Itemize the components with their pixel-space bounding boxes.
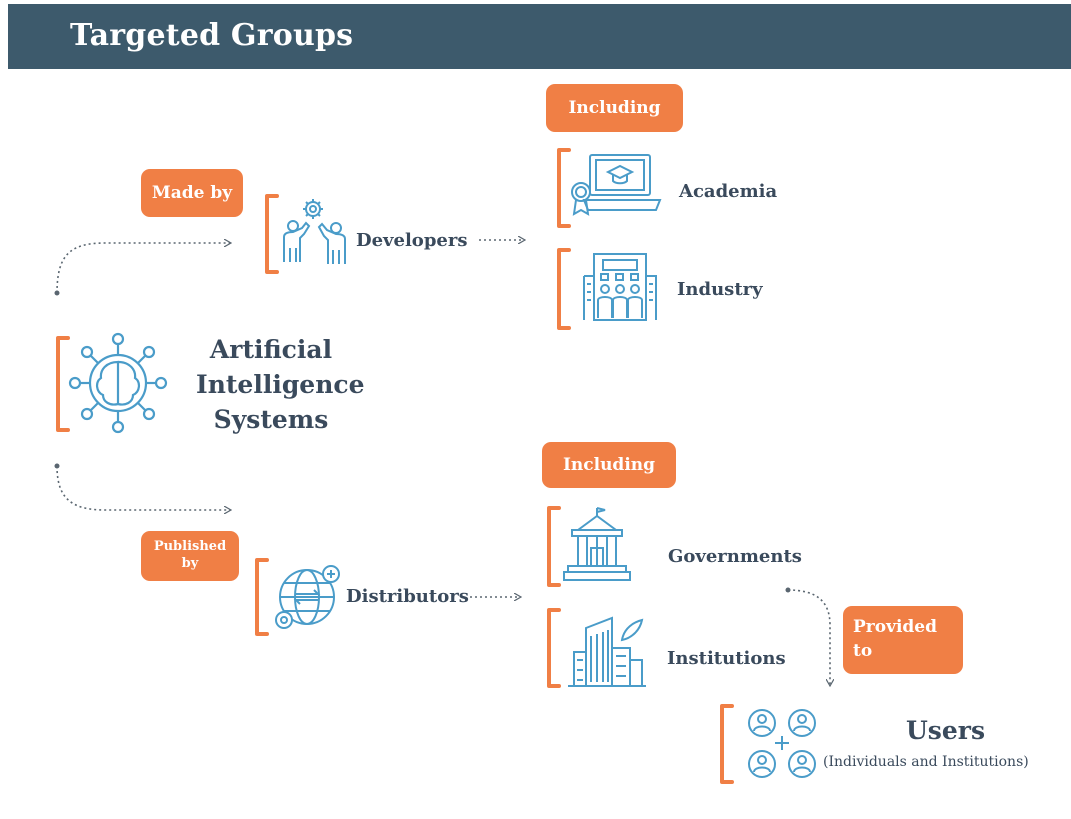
bracket-users (720, 704, 734, 784)
users-network-icon (748, 709, 816, 778)
label-developers: Developers (356, 230, 468, 251)
label-academia: Academia (679, 181, 778, 202)
bracket-developers (265, 194, 279, 274)
developers-gear-icon (283, 199, 346, 264)
bracket-governments (547, 506, 561, 587)
label-governments: Governments (668, 546, 802, 567)
academia-laptop-icon (571, 154, 662, 216)
label-distributors: Distributors (346, 586, 469, 607)
bracket-academia (557, 148, 571, 228)
tag-made-by: Made by (141, 169, 243, 217)
connector-core-to-distributors (56, 465, 230, 510)
connector-core-to-developers (56, 243, 230, 294)
globe-network-icon (275, 565, 340, 629)
ai-brain-network-icon (68, 332, 168, 434)
tag-including-top: Including (546, 84, 683, 132)
tag-provided-to: Provided to (843, 606, 963, 674)
label-users: Users (906, 716, 986, 745)
bracket-distributors (255, 558, 269, 636)
tag-published-by: Published by (141, 531, 239, 581)
government-building-icon (563, 507, 631, 581)
label-users-subtitle: (Individuals and Institutions) (823, 754, 1029, 770)
industry-building-icon (583, 253, 657, 321)
label-institutions: Institutions (667, 648, 786, 669)
header-bar: Targeted Groups (8, 4, 1071, 69)
connector-governments-to-users (787, 589, 830, 685)
core-title: Artificial Intelligence Systems (196, 335, 365, 434)
bracket-industry (557, 248, 571, 330)
page-title: Targeted Groups (70, 18, 354, 53)
bracket-core (56, 336, 70, 432)
label-industry: Industry (677, 279, 763, 300)
tag-including-bottom: Including (542, 442, 676, 488)
bracket-institutions (547, 608, 561, 688)
institution-tower-icon (568, 616, 646, 687)
